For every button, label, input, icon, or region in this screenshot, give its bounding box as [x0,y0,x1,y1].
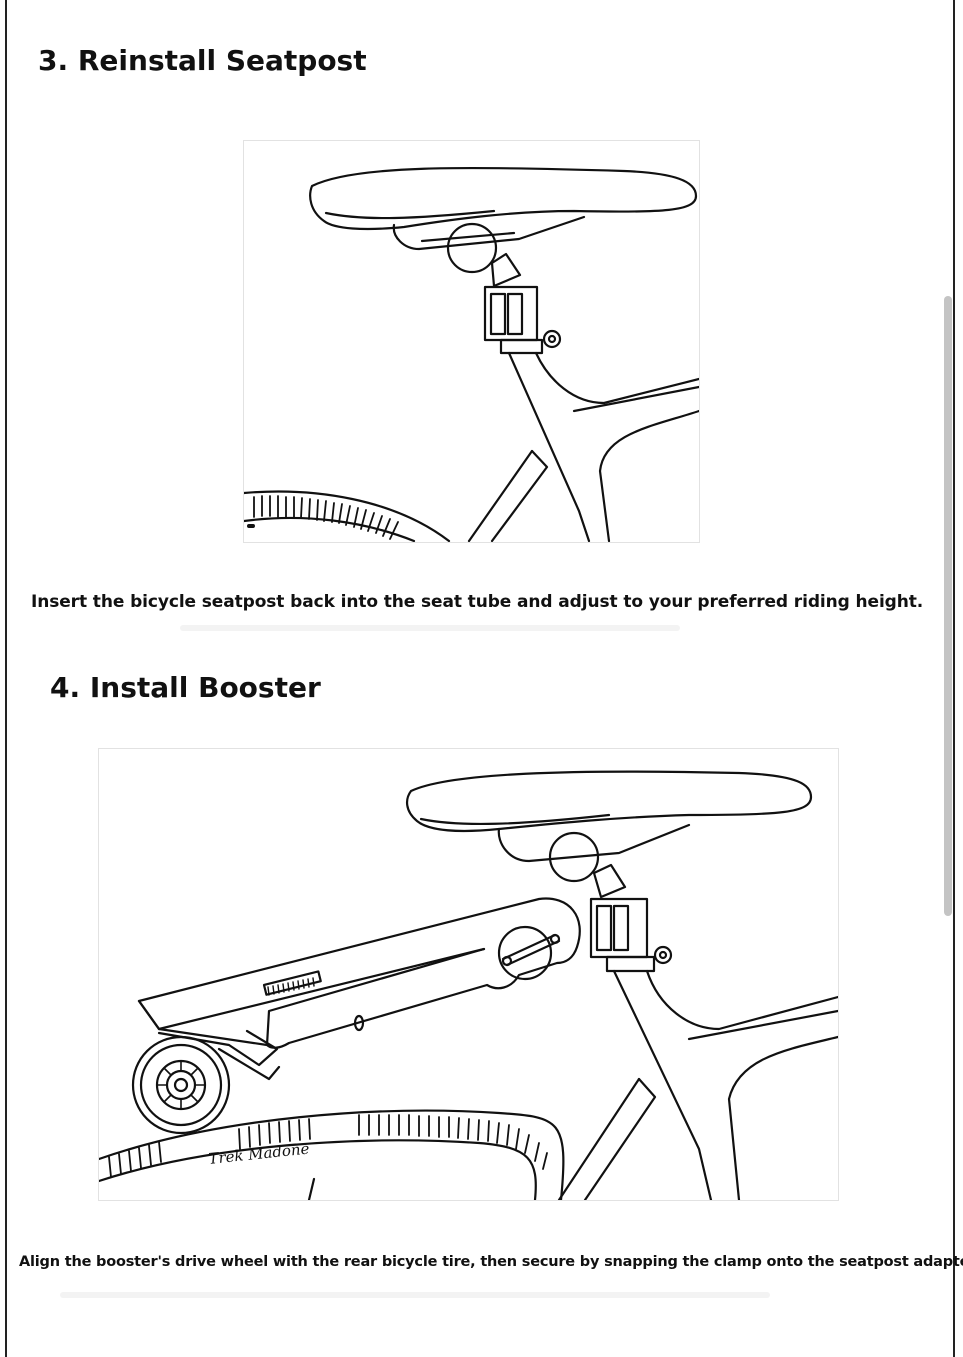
booster-illustration: Trek Madone [98,748,839,1201]
faint-divider-bottom [60,1292,770,1298]
section-heading-reinstall-seatpost: 3. Reinstall Seatpost [38,44,367,77]
faint-divider [180,625,680,631]
scrollbar-thumb[interactable] [944,296,952,916]
section-caption-install-booster: Align the booster's drive wheel with the… [19,1254,963,1270]
seatpost-illustration [243,140,700,543]
page-border-right [953,0,955,1357]
page-border-left [5,0,7,1357]
section-caption-reinstall-seatpost: Insert the bicycle seatpost back into th… [31,592,924,612]
tire-brand-label: Trek Madone [208,1139,311,1168]
section-heading-install-booster: 4. Install Booster [50,671,321,704]
